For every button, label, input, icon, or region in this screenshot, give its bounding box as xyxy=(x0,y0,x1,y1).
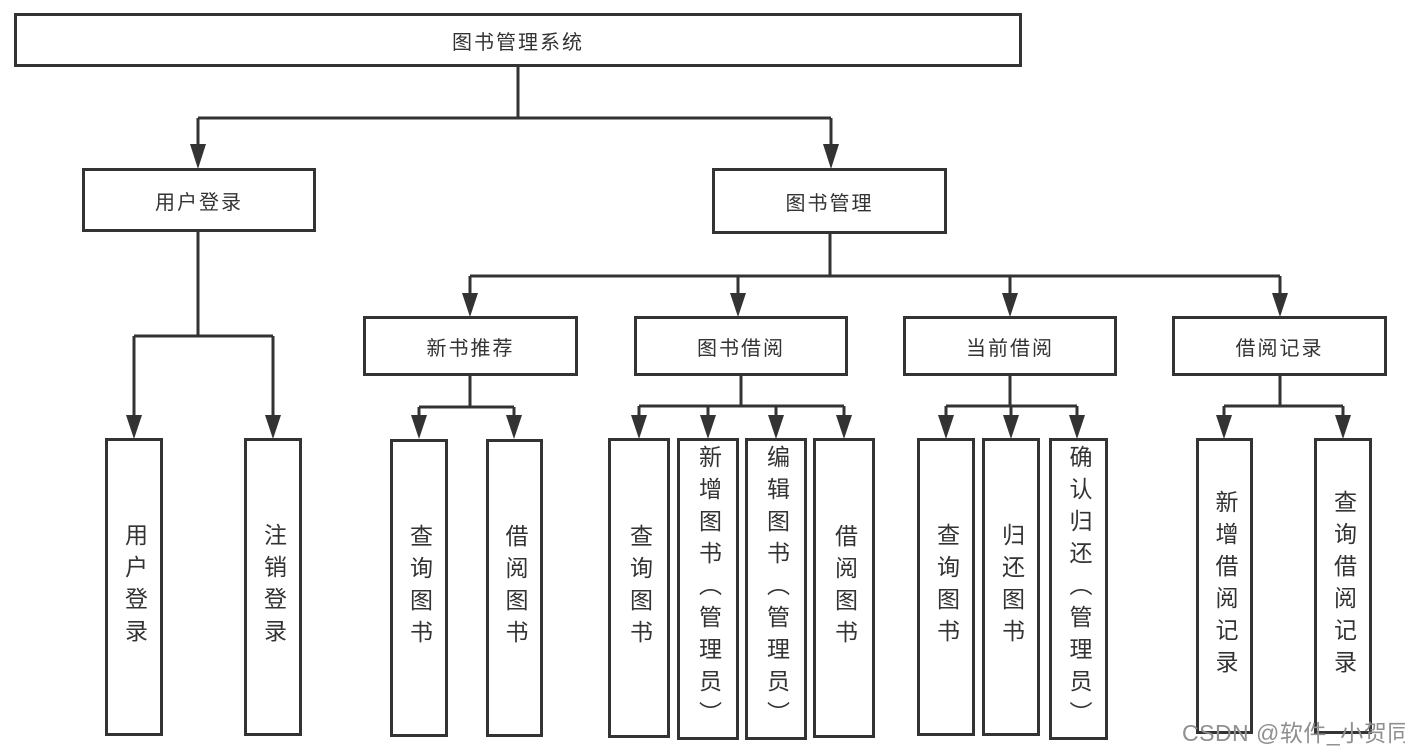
leaf-borrow-books-2: 借阅图书 xyxy=(813,438,875,738)
leaf-query-books-3: 查询图书 xyxy=(917,438,975,736)
node-new-book-recommendation: 新书推荐 xyxy=(363,316,578,376)
leaf-query-books: 查询图书 xyxy=(390,439,448,737)
watermark: CSDN @软件_小贺同学 xyxy=(1182,720,1405,746)
leaf-add-books-admin: 新增图书（管理员） xyxy=(677,438,739,740)
leaf-confirm-return-admin: 确认归还（管理员） xyxy=(1049,438,1108,740)
node-user-login: 用户登录 xyxy=(82,168,316,232)
leaf-borrow-books: 借阅图书 xyxy=(486,439,543,737)
leaf-edit-books-admin: 编辑图书（管理员） xyxy=(745,438,807,740)
leaf-query-borrow-record: 查询借阅记录 xyxy=(1314,438,1372,734)
leaf-return-books: 归还图书 xyxy=(982,438,1040,736)
node-book-management: 图书管理 xyxy=(712,168,947,234)
node-book-borrowing: 图书借阅 xyxy=(634,316,848,376)
leaf-query-books-2: 查询图书 xyxy=(608,438,670,738)
leaf-user-login: 用户登录 xyxy=(105,438,163,736)
leaf-add-borrow-record: 新增借阅记录 xyxy=(1196,438,1253,734)
node-library-management-system: 图书管理系统 xyxy=(14,13,1022,67)
node-current-borrowing: 当前借阅 xyxy=(903,316,1117,376)
leaf-logout: 注销登录 xyxy=(244,438,302,736)
node-borrowing-records: 借阅记录 xyxy=(1172,316,1387,376)
